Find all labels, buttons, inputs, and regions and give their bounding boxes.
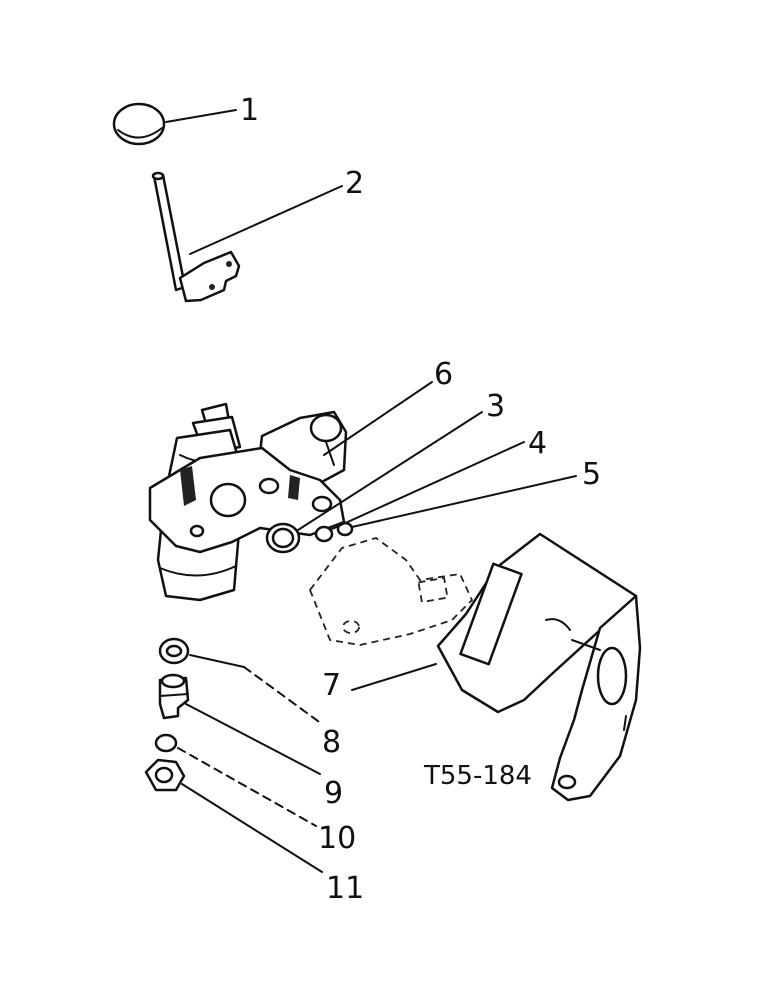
callout-9: 9 [324, 776, 343, 811]
phantom-bracket-outline [308, 537, 474, 646]
callout-labels: 1 2 3 4 5 6 7 8 9 10 11 T55-184 [240, 93, 601, 906]
leader-lines [165, 109, 577, 873]
callout-10: 10 [318, 821, 356, 856]
callout-2: 2 [345, 166, 364, 201]
callout-8: 8 [322, 725, 341, 760]
callout-11: 11 [326, 871, 364, 906]
part-11-nut [144, 758, 186, 792]
part-8-seal [158, 637, 190, 665]
part-2-lever [151, 171, 241, 303]
part-7-bracket [436, 532, 642, 802]
callout-3: 3 [486, 389, 505, 424]
callout-7: 7 [322, 668, 341, 703]
part-10-washer [154, 733, 178, 753]
part-6-valve-body [148, 402, 348, 602]
callout-5: 5 [582, 457, 601, 492]
drawing-code: T55-184 [423, 761, 532, 791]
callout-6: 6 [434, 357, 453, 392]
callout-1: 1 [240, 93, 259, 128]
part-9-fitting [158, 673, 190, 720]
part-4-washer [314, 525, 334, 543]
part-3-oring [265, 522, 301, 554]
callout-4: 4 [528, 426, 547, 461]
part-1-cap [112, 102, 166, 146]
